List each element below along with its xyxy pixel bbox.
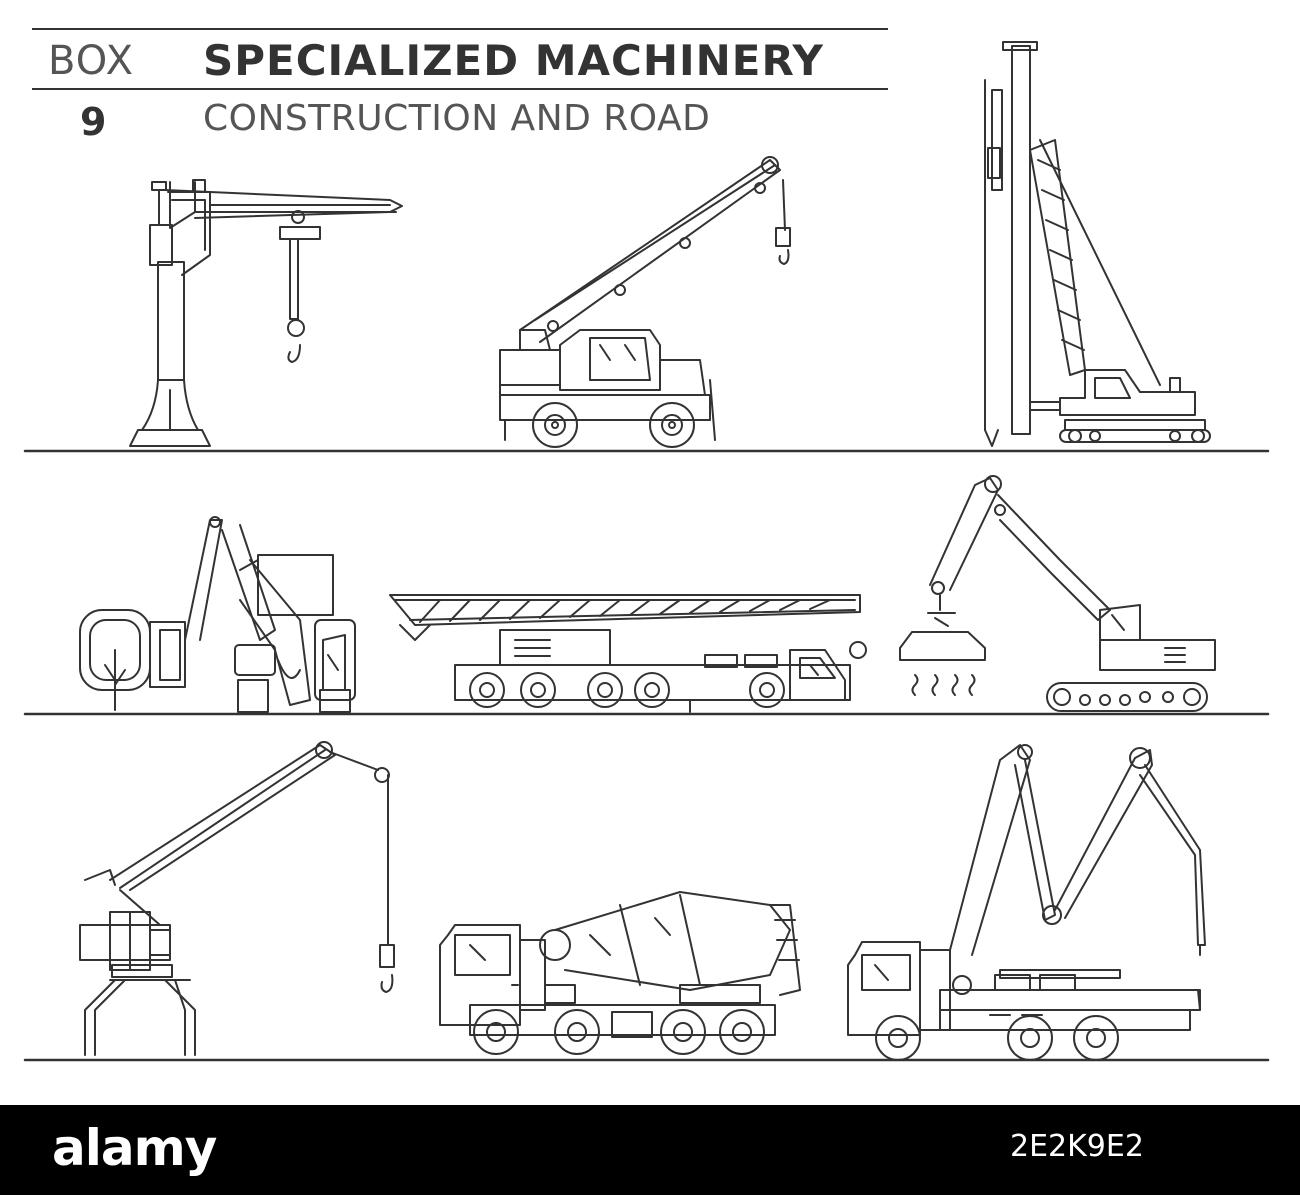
forestry-harvester-icon bbox=[80, 517, 355, 712]
mobile-crane-icon bbox=[500, 157, 790, 447]
lattice-boom-truck-icon bbox=[390, 595, 866, 712]
header-bottom-rule bbox=[32, 88, 888, 90]
header-top-rule bbox=[32, 28, 888, 30]
image-id: 2E2K9E2 bbox=[1010, 1129, 1144, 1164]
page-title: SPECIALIZED MACHINERY bbox=[203, 36, 824, 85]
concrete-pump-truck-icon bbox=[848, 745, 1205, 1060]
excavator-magnet-icon bbox=[900, 476, 1215, 711]
poster: BOX 9 SPECIALIZED MACHINERY CONSTRUCTION… bbox=[0, 0, 1300, 1105]
pile-driver-icon bbox=[985, 42, 1210, 446]
brand-logo: alamy bbox=[52, 1119, 217, 1177]
jib-crane-icon bbox=[130, 180, 402, 446]
page-subtitle: CONSTRUCTION AND ROAD bbox=[203, 98, 711, 139]
box-label: BOX bbox=[48, 38, 135, 84]
machinery-illustrations bbox=[0, 0, 1300, 1105]
box-number: 9 bbox=[80, 100, 107, 144]
portal-crane-icon bbox=[80, 742, 394, 1055]
footer-bar: alamy 2E2K9E2 bbox=[0, 1105, 1300, 1195]
concrete-mixer-truck-icon bbox=[440, 892, 800, 1054]
